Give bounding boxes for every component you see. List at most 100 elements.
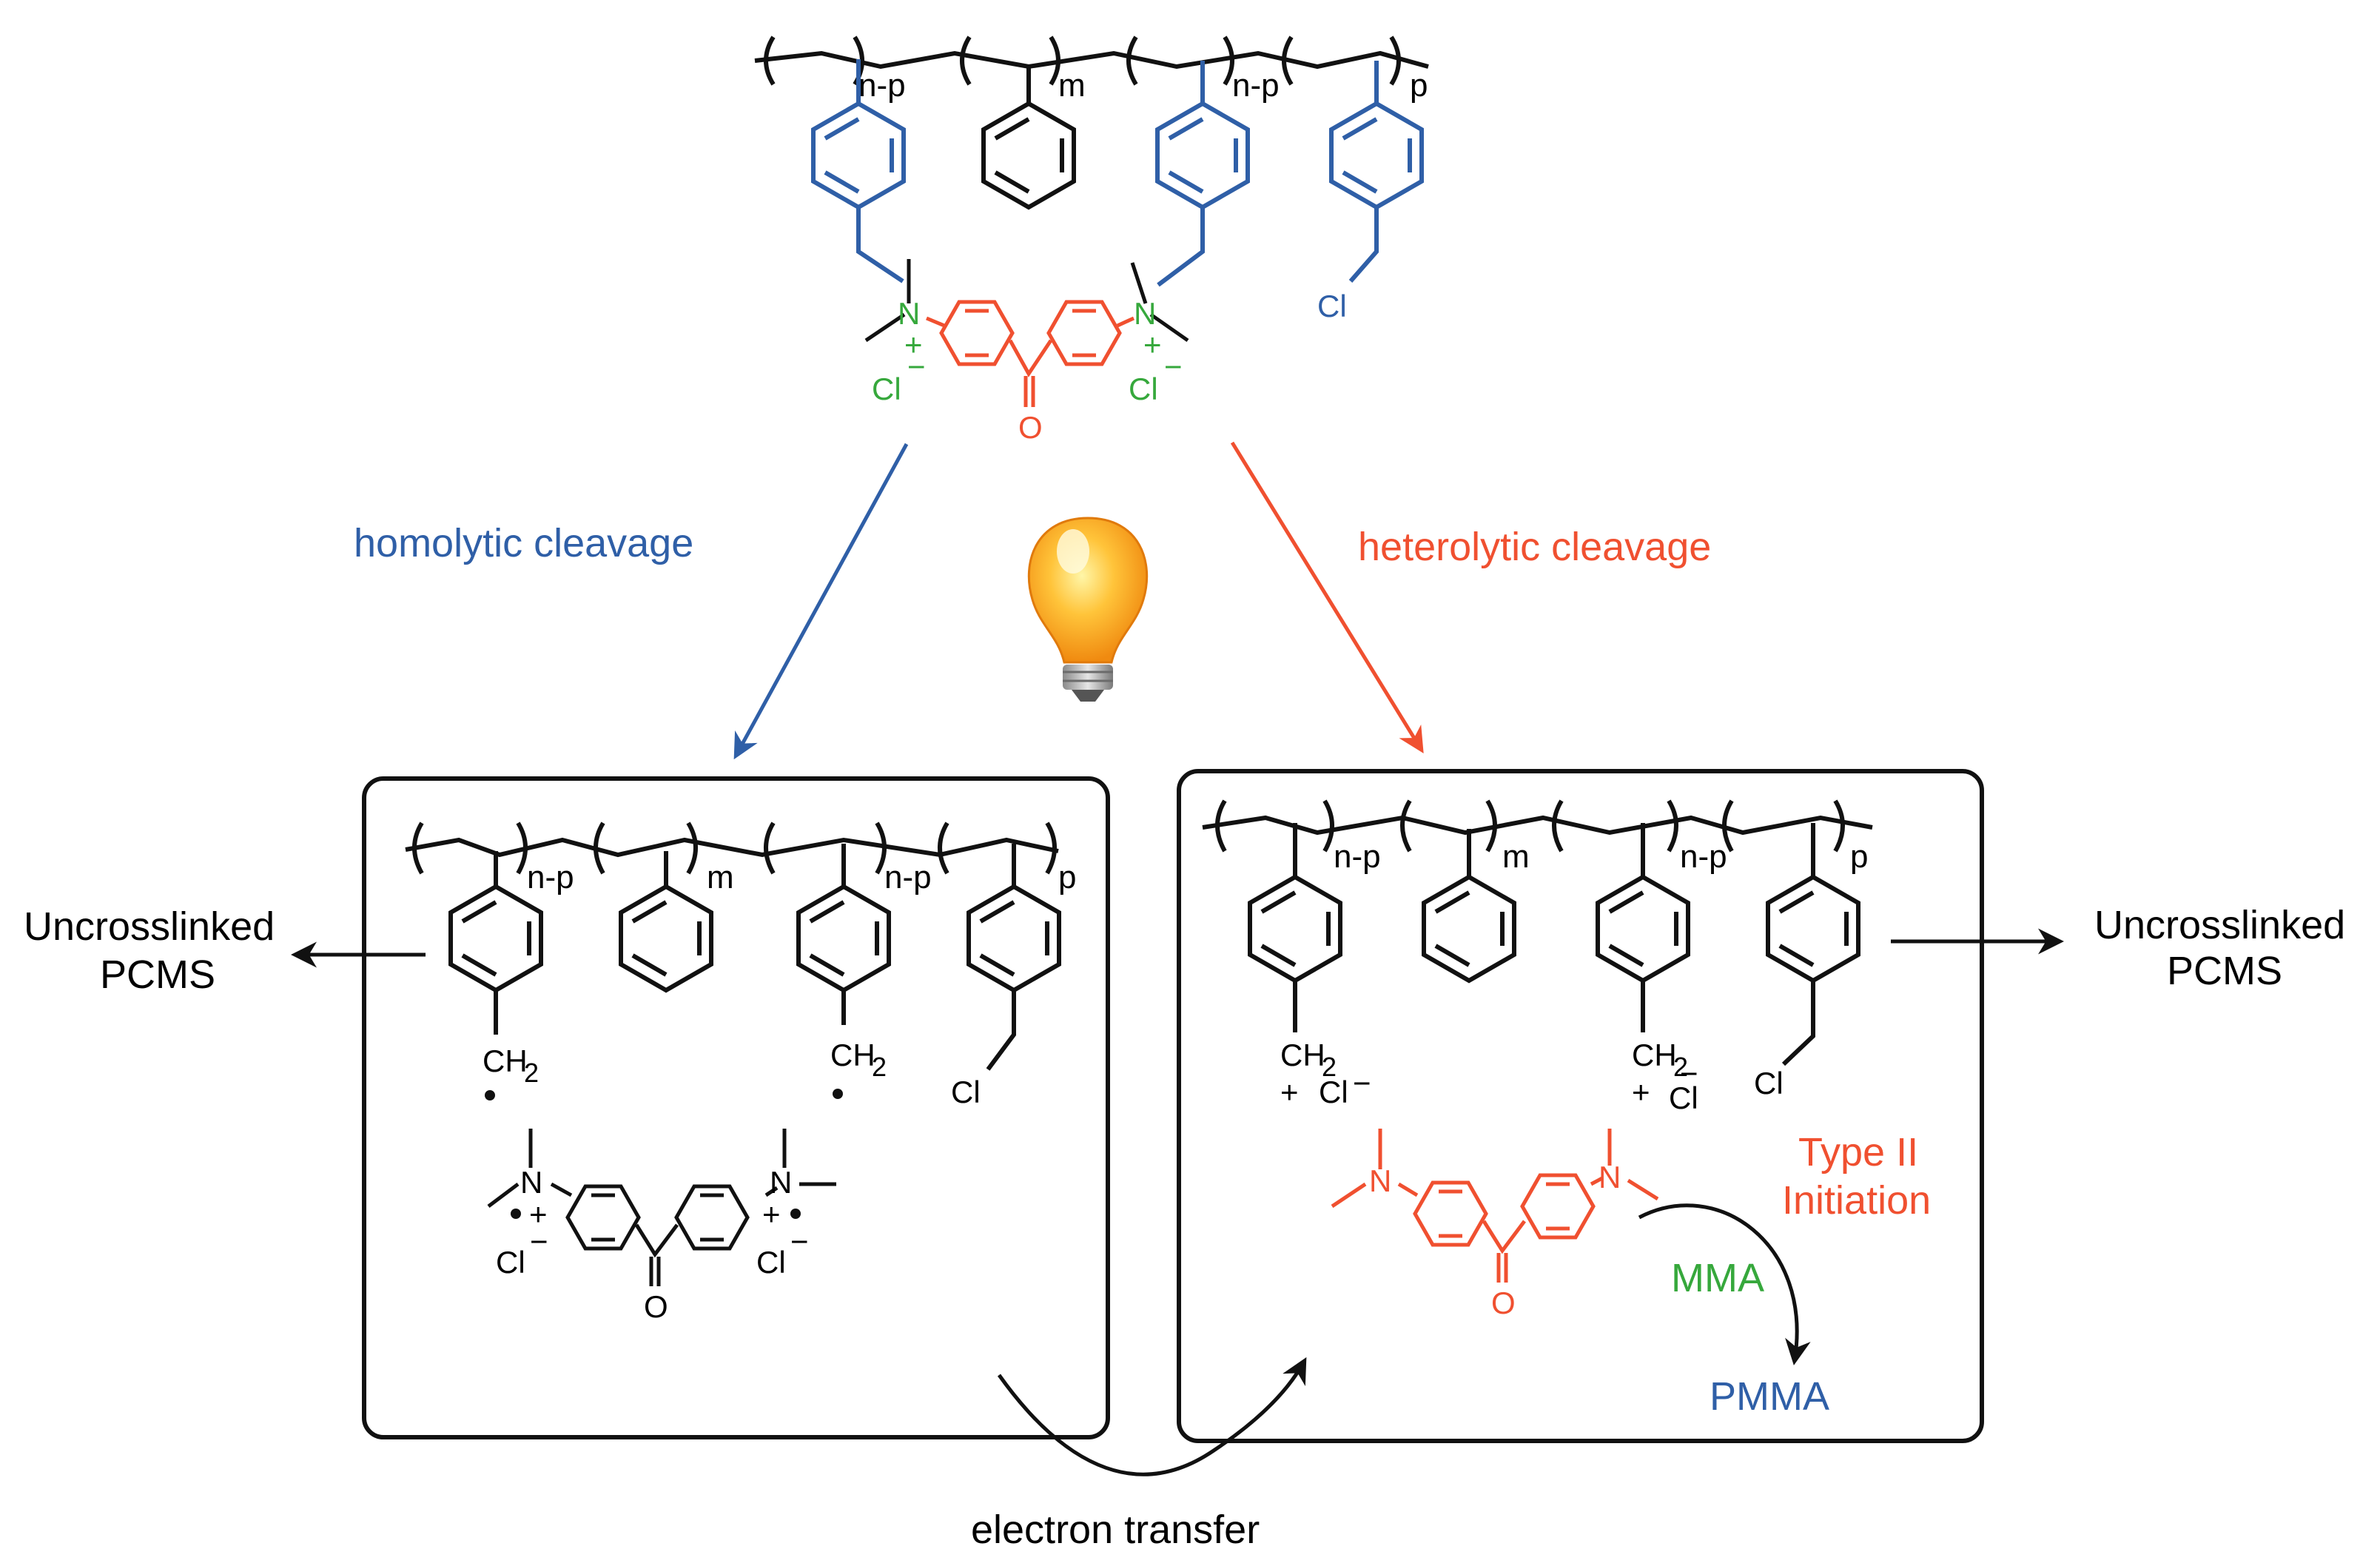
top-brackets bbox=[764, 36, 1401, 86]
left-n-left: N bbox=[520, 1165, 542, 1200]
left-ch2-1: CH bbox=[483, 1044, 528, 1078]
left-ring-3 bbox=[799, 887, 889, 990]
top-backbone bbox=[754, 50, 1429, 70]
top-ring-1 bbox=[813, 104, 904, 207]
left-panel: n-p m n-p p CH 2 CH 2 Cl N N + + bbox=[362, 776, 1110, 1439]
top-plus-right: + bbox=[1143, 327, 1162, 362]
heterolytic-label: heterolytic cleavage bbox=[1358, 525, 1711, 569]
top-subscript-2: m bbox=[1058, 67, 1086, 104]
left-bp-ring-left bbox=[568, 1186, 639, 1249]
right-ch2-1: CH bbox=[1280, 1038, 1325, 1072]
right-subscript-3: n-p bbox=[1680, 839, 1727, 875]
right-bp-ring-left bbox=[1415, 1183, 1486, 1245]
top-minus-right: − bbox=[1164, 349, 1183, 384]
top-bp-ring-left bbox=[941, 302, 1012, 364]
right-chloromethyl-cl: Cl bbox=[1754, 1066, 1784, 1100]
right-bp-ring-right bbox=[1522, 1175, 1593, 1237]
right-plus-1: + bbox=[1280, 1075, 1299, 1109]
top-ring-2 bbox=[984, 104, 1074, 207]
top-ring-3 bbox=[1157, 104, 1248, 207]
right-minus-1: − bbox=[1353, 1066, 1371, 1100]
right-output-line1: Uncrosslinked bbox=[2094, 903, 2345, 947]
left-subscript-2: m bbox=[707, 859, 734, 895]
left-backbone bbox=[405, 837, 1059, 858]
right-n-left: N bbox=[1369, 1163, 1391, 1198]
left-ring-1 bbox=[451, 887, 541, 990]
right-panel-box bbox=[1177, 769, 1984, 1443]
right-subscript-2: m bbox=[1502, 839, 1530, 875]
top-n-left: N bbox=[898, 296, 920, 331]
homolytic-arrow bbox=[733, 443, 909, 760]
left-output-line2: PCMS bbox=[100, 952, 215, 997]
right-minus-2: − bbox=[1680, 1056, 1698, 1091]
left-n-right: N bbox=[770, 1165, 792, 1200]
left-plus-left: + bbox=[529, 1197, 548, 1231]
right-counterion-2: Cl bbox=[1669, 1081, 1698, 1115]
left-brackets bbox=[412, 821, 1057, 875]
top-subscript-3: n-p bbox=[1232, 67, 1280, 104]
left-subscript-1: n-p bbox=[527, 859, 574, 895]
right-ring-4 bbox=[1768, 877, 1858, 981]
top-bp-ring-right bbox=[1049, 302, 1120, 364]
left-panel-box bbox=[362, 776, 1110, 1439]
electron-transfer-arrow bbox=[997, 1357, 1307, 1476]
top-polymer: n-p m n-p p Cl N N + + Cl − Cl − bbox=[754, 36, 1429, 445]
left-output-line1: Uncrosslinked bbox=[24, 904, 275, 949]
left-bp-ring-right bbox=[676, 1186, 747, 1249]
right-panel: n-p m n-p p CH 2 + Cl − CH 2 + Cl − Cl bbox=[1177, 769, 1984, 1443]
right-ch2-sub-2: 2 bbox=[1673, 1052, 1688, 1082]
top-subscript-4: p bbox=[1410, 67, 1428, 104]
top-chloromethyl-cl: Cl bbox=[1317, 289, 1347, 323]
pmma-label: PMMA bbox=[1710, 1374, 1829, 1419]
right-n-right: N bbox=[1599, 1160, 1621, 1194]
left-radical-dot-2 bbox=[833, 1089, 843, 1099]
top-counterion-right: Cl bbox=[1129, 372, 1158, 406]
right-counterion-1: Cl bbox=[1319, 1075, 1348, 1109]
right-output-line2: PCMS bbox=[2167, 949, 2282, 993]
top-ring-4 bbox=[1331, 104, 1422, 207]
top-minus-left: − bbox=[907, 349, 926, 384]
top-n-right: N bbox=[1134, 296, 1156, 331]
electron-transfer-label: electron transfer bbox=[971, 1508, 1260, 1552]
right-subscript-4: p bbox=[1850, 839, 1868, 875]
left-counterion-right: Cl bbox=[756, 1245, 786, 1280]
right-carbonyl-o: O bbox=[1491, 1286, 1516, 1320]
left-carbonyl-o: O bbox=[644, 1289, 668, 1324]
left-minus-right: − bbox=[790, 1224, 809, 1259]
left-counterion-left: Cl bbox=[496, 1245, 525, 1280]
top-counterion-left: Cl bbox=[872, 372, 901, 406]
mma-curved-arrow bbox=[1638, 1203, 1811, 1365]
right-backbone bbox=[1202, 815, 1873, 836]
left-ring-2 bbox=[621, 887, 711, 990]
right-ch2-2: CH bbox=[1632, 1038, 1677, 1072]
top-plus-left: + bbox=[904, 327, 923, 362]
right-ring-3 bbox=[1598, 877, 1688, 981]
heterolytic-arrow bbox=[1230, 441, 1424, 753]
top-carbonyl-o: O bbox=[1018, 410, 1043, 445]
type-ii-line2: Initiation bbox=[1782, 1178, 1931, 1223]
left-plus-right: + bbox=[762, 1197, 781, 1231]
left-ch2-2: CH bbox=[830, 1038, 875, 1072]
left-radical-dot-1 bbox=[485, 1090, 495, 1100]
right-ring-1 bbox=[1250, 877, 1340, 981]
left-ch2-sub-2: 2 bbox=[872, 1052, 887, 1082]
right-subscript-1: n-p bbox=[1334, 839, 1381, 875]
left-radical-dot-4 bbox=[790, 1209, 801, 1219]
left-ch2-sub-1: 2 bbox=[524, 1058, 539, 1088]
left-chloromethyl-cl: Cl bbox=[951, 1075, 981, 1109]
left-subscript-4: p bbox=[1058, 859, 1076, 895]
top-subscript-1: n-p bbox=[858, 67, 906, 104]
left-ring-4 bbox=[969, 887, 1059, 990]
homolytic-label: homolytic cleavage bbox=[354, 521, 693, 565]
right-ch2-sub-1: 2 bbox=[1322, 1052, 1337, 1082]
right-ring-2 bbox=[1424, 877, 1514, 981]
mma-label: MMA bbox=[1671, 1256, 1764, 1300]
light-bulb-icon bbox=[1027, 517, 1149, 702]
left-radical-dot-3 bbox=[511, 1209, 521, 1219]
right-plus-2: + bbox=[1632, 1075, 1650, 1109]
type-ii-line1: Type II bbox=[1798, 1130, 1918, 1174]
left-minus-left: − bbox=[530, 1224, 548, 1259]
right-brackets bbox=[1215, 799, 1845, 853]
left-subscript-3: n-p bbox=[884, 859, 932, 895]
